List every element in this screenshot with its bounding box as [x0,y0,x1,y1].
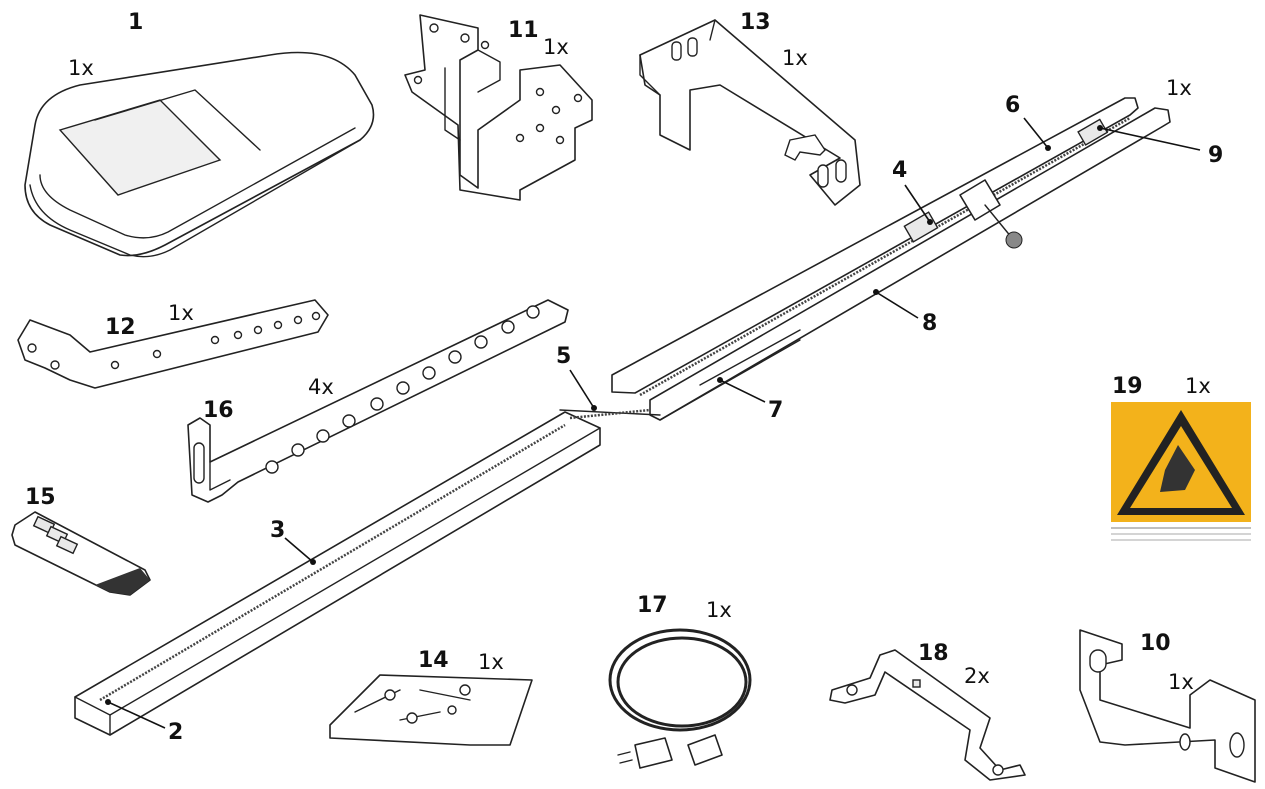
callout-12-qty: 1x [168,301,194,325]
part-3-rail [74,97,1171,736]
callout-4-number: 4 [892,158,908,183]
callout-8-number: 8 [922,311,938,336]
part-10-angled-bracket [1079,629,1256,783]
callout-19-number: 19 [1112,374,1143,399]
callout-16-qty: 4x [308,375,334,399]
callout-10-number: 10 [1140,631,1171,656]
callout-11-number: 11 [508,18,539,43]
part-1-motor-housing [24,51,375,258]
leader-lines [105,117,1201,729]
callout-1-qty: 1x [68,56,94,80]
part-13-u-bracket [639,19,861,206]
callout-14-qty: 1x [478,650,504,674]
part-12-strap [17,299,329,389]
callout-2-number: 2 [168,720,184,745]
callout-12-number: 12 [105,315,136,340]
callout-10-qty: 1x [1168,670,1194,694]
callout-17-qty: 1x [706,598,732,622]
callout-14-number: 14 [418,648,449,673]
part-19-warning-sign [1111,402,1251,541]
callout-5-number: 5 [556,344,572,369]
callout-19-qty: 1x [1185,374,1211,398]
callout-7-number: 7 [768,398,784,423]
callout-17-number: 17 [637,593,668,618]
callout-6-number: 6 [1005,93,1021,118]
callout-9-number: 9 [1208,143,1224,168]
callout-18-number: 18 [918,641,949,666]
callout-11-qty: 1x [543,35,569,59]
callout-9-qty: 1x [1166,76,1192,100]
part-17-power-cord [608,628,752,769]
callout-18-qty: 2x [964,664,990,688]
callout-15-number: 15 [25,485,56,510]
callout-3-number: 3 [270,518,286,543]
part-14-hardware-bag [329,674,533,746]
part-15-remote [11,511,151,596]
callout-13-number: 13 [740,10,771,35]
callout-16-number: 16 [203,398,234,423]
callout-1-number: 1 [128,10,144,35]
part-11-bracket [404,14,593,201]
part-16-angle-strap [187,299,569,503]
callout-13-qty: 1x [782,46,808,70]
part-18-bracket [829,649,1026,781]
